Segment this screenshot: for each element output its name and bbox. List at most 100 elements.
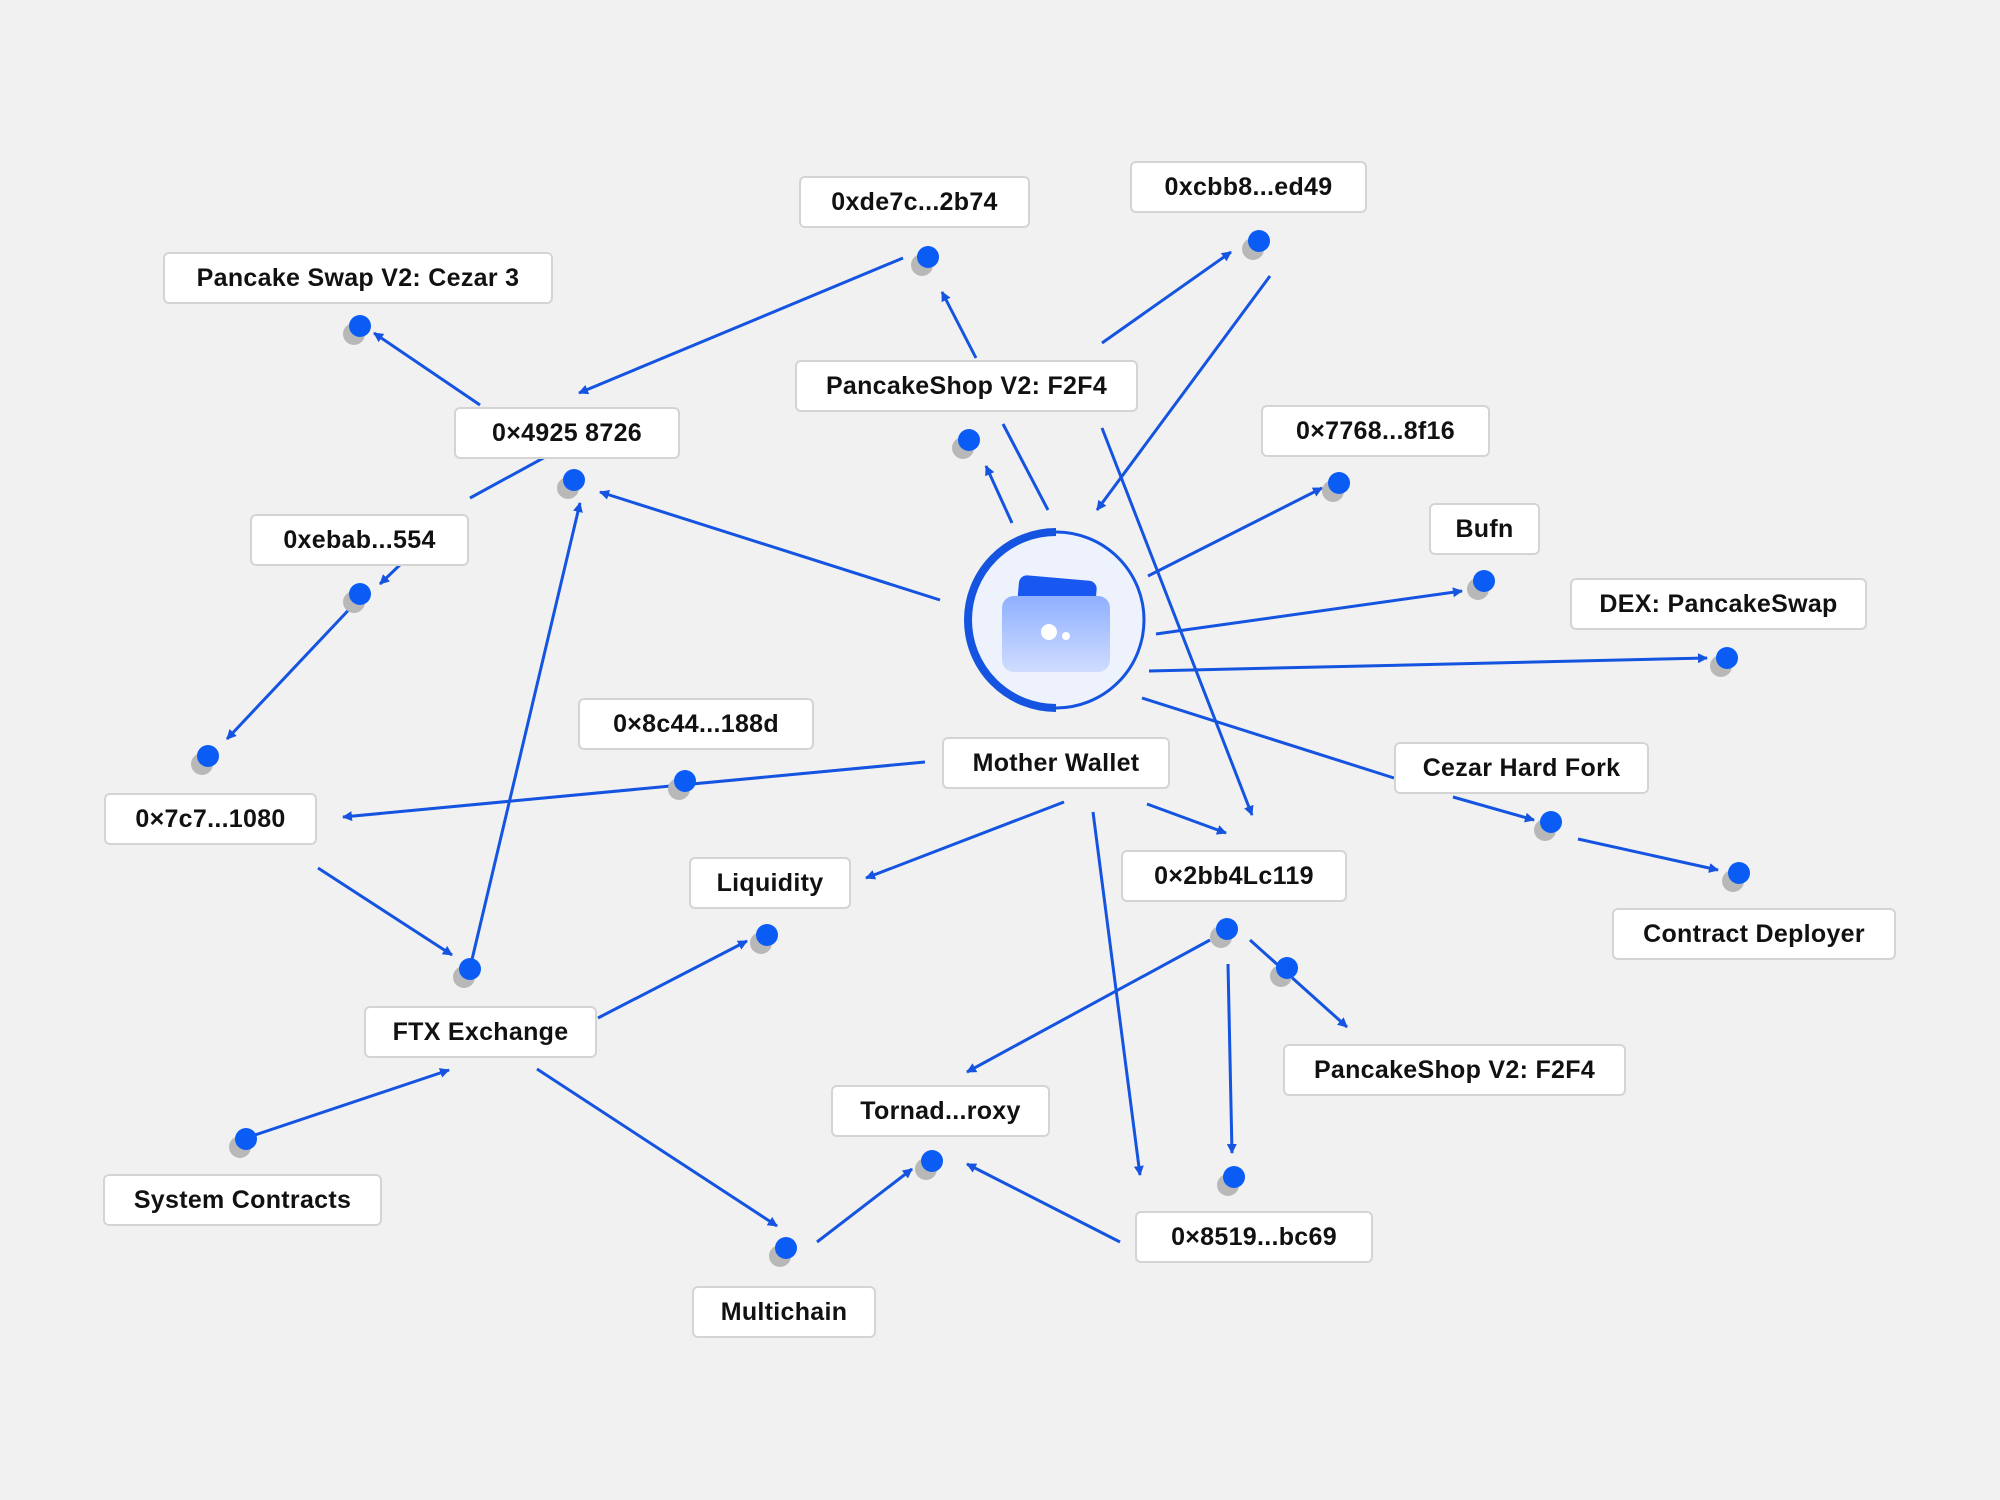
edge-arrow-9	[342, 760, 926, 822]
edge-arrow-11	[1146, 802, 1227, 835]
edge-arrow-25	[966, 938, 1211, 1074]
node-ftx-exchange[interactable]: FTX Exchange	[364, 1006, 597, 1058]
edge-arrow-12	[984, 465, 1014, 524]
endpoint-dot-3[interactable]	[1242, 230, 1270, 260]
endpoint-dot-marker	[1328, 472, 1350, 494]
node-bufn[interactable]: Bufn	[1429, 503, 1540, 555]
node-0x7c7[interactable]: 0×7c7...1080	[104, 793, 317, 845]
endpoint-dot-marker	[1473, 570, 1495, 592]
edge-arrow-15	[1101, 250, 1232, 345]
endpoint-dot-11[interactable]	[191, 745, 219, 775]
endpoint-dot-16[interactable]	[453, 958, 481, 988]
endpoint-dot-18[interactable]	[229, 1128, 257, 1158]
edge-arrow-20	[1148, 653, 1708, 673]
endpoint-dot-1[interactable]	[343, 315, 371, 345]
endpoint-dot-marker	[1223, 1166, 1245, 1188]
endpoint-dot-5[interactable]	[952, 429, 980, 459]
node-0xcbb8[interactable]: 0xcbb8...ed49	[1130, 161, 1367, 213]
node-mother-wallet[interactable]: Mother Wallet	[942, 737, 1170, 789]
endpoint-dot-7[interactable]	[343, 583, 371, 613]
node-pancake-swap-v2-cezar-3[interactable]: Pancake Swap V2: Cezar 3	[163, 252, 553, 304]
endpoint-dot-marker	[958, 429, 980, 451]
node-multichain[interactable]: Multichain	[692, 1286, 876, 1338]
edge-arrow-18	[1147, 486, 1323, 578]
edge-arrow-16	[1095, 275, 1272, 511]
endpoint-dot-17[interactable]	[1270, 957, 1298, 987]
mother-wallet-hub[interactable]	[964, 528, 1146, 712]
edges-layer	[225, 250, 1719, 1244]
endpoint-dot-2[interactable]	[911, 246, 939, 276]
node-liquidity[interactable]: Liquidity	[689, 857, 851, 909]
endpoint-dot-marker	[674, 770, 696, 792]
edge-arrow-29	[536, 1067, 778, 1228]
edge-arrow-26	[1248, 938, 1349, 1029]
edge-arrow-21	[1141, 696, 1395, 780]
endpoint-dot-20[interactable]	[1217, 1166, 1245, 1196]
endpoint-dot-marker	[197, 745, 219, 767]
endpoint-dot-10[interactable]	[668, 770, 696, 800]
node-pancakeshop-v2-f2f4-top[interactable]: PancakeShop V2: F2F4	[795, 360, 1138, 412]
node-0x2bb4[interactable]: 0×2bb4Lc119	[1121, 850, 1347, 902]
endpoint-dot-marker	[459, 958, 481, 980]
endpoint-dot-marker	[1216, 918, 1238, 940]
endpoint-dot-marker	[756, 924, 778, 946]
endpoint-dots-layer	[191, 230, 1750, 1267]
node-0x8519[interactable]: 0×8519...bc69	[1135, 1211, 1373, 1263]
edge-arrow-17	[1100, 427, 1254, 816]
edge-arrow-10	[865, 800, 1065, 880]
endpoint-dot-6[interactable]	[1322, 472, 1350, 502]
edge-arrow-32	[966, 1162, 1121, 1244]
node-cezar-hard-fork[interactable]: Cezar Hard Fork	[1394, 742, 1649, 794]
hub-ring-arc	[964, 528, 1057, 712]
node-system-contracts[interactable]: System Contracts	[103, 1174, 382, 1226]
edge-arrow-27	[1226, 963, 1237, 1154]
edge-arrow-24	[1091, 811, 1144, 1176]
endpoint-dot-8[interactable]	[1467, 570, 1495, 600]
endpoint-dot-marker	[349, 583, 371, 605]
endpoint-dot-13[interactable]	[1722, 862, 1750, 892]
edge-arrow-23	[1577, 837, 1719, 873]
node-contract-deployer[interactable]: Contract Deployer	[1612, 908, 1896, 960]
node-pancakeshop-v2-f2f4-bottom[interactable]: PancakeShop V2: F2F4	[1283, 1044, 1626, 1096]
endpoint-dot-21[interactable]	[769, 1237, 797, 1267]
endpoint-dot-marker	[235, 1128, 257, 1150]
endpoint-dot-15[interactable]	[1210, 918, 1238, 948]
node-0x7768[interactable]: 0×7768...8f16	[1261, 405, 1490, 457]
edge-arrow-28	[597, 939, 748, 1020]
edge-arrow-31	[816, 1167, 913, 1244]
endpoint-dot-19[interactable]	[915, 1150, 943, 1180]
endpoint-dot-marker	[1716, 647, 1738, 669]
node-0xde7c[interactable]: 0xde7c...2b74	[799, 176, 1030, 228]
node-0x4925[interactable]: 0×4925 8726	[454, 407, 680, 459]
edge-arrow-13	[1001, 423, 1050, 511]
wallet-icon	[1002, 575, 1110, 672]
node-tornado-proxy[interactable]: Tornad...roxy	[831, 1085, 1050, 1137]
endpoint-dot-marker	[917, 246, 939, 268]
endpoint-dot-4[interactable]	[557, 469, 585, 499]
endpoint-dot-marker	[1276, 957, 1298, 979]
endpoint-dot-14[interactable]	[750, 924, 778, 954]
edge-arrow-7	[468, 502, 583, 969]
endpoint-dot-marker	[775, 1237, 797, 1259]
node-dex-pancakeswap[interactable]: DEX: PancakeSwap	[1570, 578, 1867, 630]
endpoint-dot-marker	[349, 315, 371, 337]
edge-arrow-19	[1155, 587, 1463, 636]
edge-arrow-6	[225, 598, 360, 741]
endpoint-dot-9[interactable]	[1710, 647, 1738, 677]
edge-arrow-14	[940, 291, 978, 359]
endpoint-dot-marker	[921, 1150, 943, 1172]
endpoint-dot-12[interactable]	[1534, 811, 1562, 841]
edge-arrow-2	[373, 331, 481, 407]
endpoint-dot-marker	[1728, 862, 1750, 884]
edge-arrow-3	[578, 256, 904, 395]
endpoint-dot-marker	[1248, 230, 1270, 252]
edge-arrow-1	[599, 489, 941, 602]
endpoint-dot-marker	[1540, 811, 1562, 833]
edge-arrow-30	[245, 1068, 450, 1140]
node-0x8c44[interactable]: 0×8c44...188d	[578, 698, 814, 750]
edge-arrow-22	[1452, 795, 1535, 823]
endpoint-dot-marker	[563, 469, 585, 491]
edge-arrow-8	[317, 866, 453, 957]
node-0xebab[interactable]: 0xebab...554	[250, 514, 469, 566]
